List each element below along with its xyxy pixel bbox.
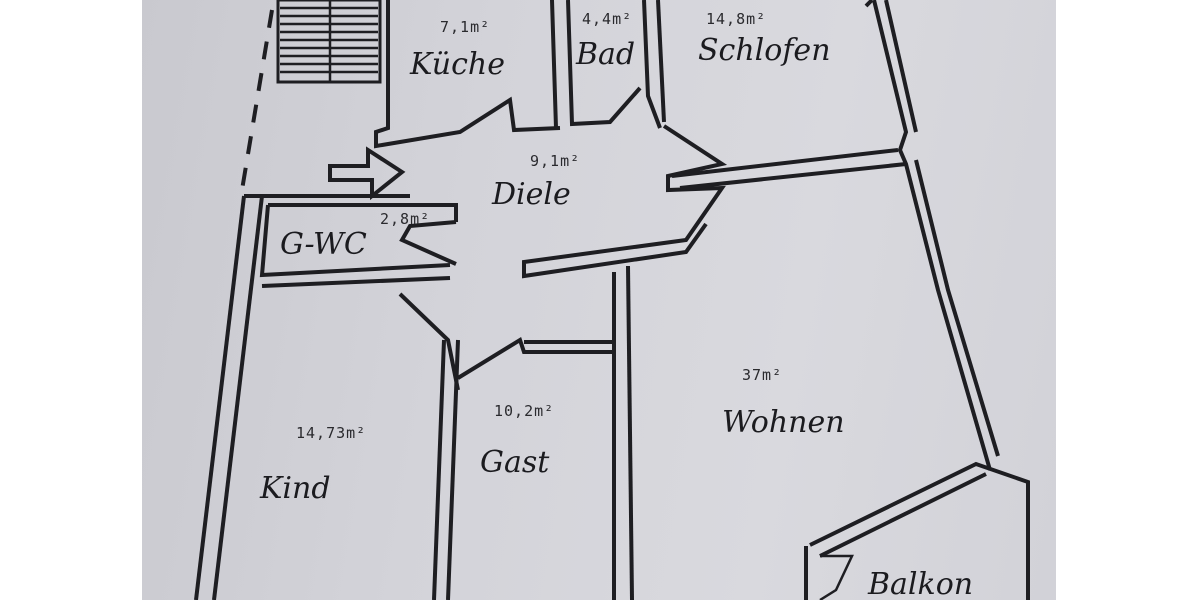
balkon-label: Balkon bbox=[867, 567, 973, 600]
schlafen-label: Schlofen bbox=[698, 33, 831, 68]
schlafen-area: 14,8m² bbox=[706, 10, 766, 28]
kind-label: Kind bbox=[259, 471, 331, 506]
kueche-label: Küche bbox=[409, 47, 505, 82]
wohnen-label: Wohnen bbox=[722, 405, 845, 440]
gwc-label: G-WC bbox=[280, 227, 367, 262]
gast-area: 10,2m² bbox=[494, 402, 554, 420]
bad-label: Bad bbox=[575, 37, 635, 72]
gwc-area: 2,8m² bbox=[380, 210, 430, 228]
diele-label: Diele bbox=[491, 177, 571, 212]
stairwell-dashed-line bbox=[240, 9, 274, 191]
wohnen-area: 37m² bbox=[742, 366, 782, 384]
staircase bbox=[276, 0, 382, 84]
entrance-arrow bbox=[328, 146, 406, 201]
kueche-area: 7,1m² bbox=[440, 18, 490, 36]
gast-label: Gast bbox=[480, 445, 550, 480]
walls bbox=[194, 0, 1030, 600]
diele-area: 9,1m² bbox=[530, 152, 580, 170]
bad-area: 4,4m² bbox=[582, 10, 632, 28]
kind-area: 14,73m² bbox=[296, 424, 366, 442]
